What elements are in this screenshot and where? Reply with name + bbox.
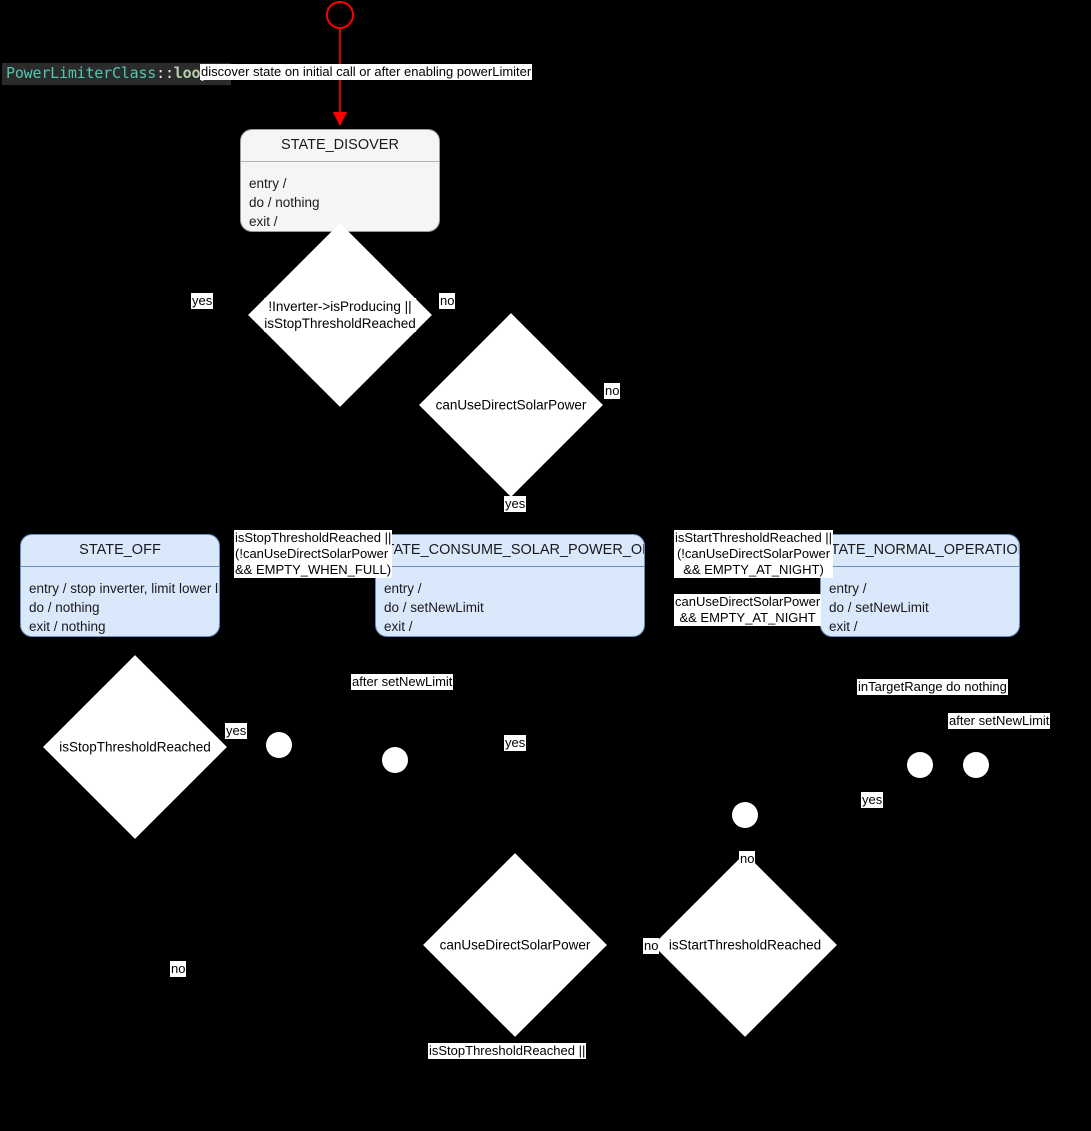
state-title-off: STATE_OFF (21, 535, 219, 567)
edge-label-yes-1: yes (191, 293, 214, 309)
state-entry-discover: entry / (249, 176, 287, 191)
edge-label-start-transition: discover state on initial call or after … (200, 64, 533, 80)
decision-inverter-producing-or-stop-threshold[interactable]: !Inverter->isProducing || isStopThreshol… (248, 223, 432, 407)
edge-label-no-3: no (170, 961, 187, 977)
edge-label-guard-to-off: isStopThresholdReached || (!canUseDirect… (234, 530, 393, 578)
decision-is-start-threshold-reached[interactable]: isStartThresholdReached (653, 853, 837, 1037)
junction-dot-1[interactable] (266, 732, 292, 758)
start-node-icon (326, 1, 354, 29)
state-body-off: entry / stop inverter, limit lower limit… (21, 567, 219, 636)
edge-label-no-4: no (739, 851, 756, 867)
edge-label-after-setnewlimit-2: after setNewLimit (948, 713, 1051, 729)
edge-label-in-target-range: inTargetRange do nothing (857, 679, 1008, 695)
state-title-discover: STATE_DISOVER (241, 130, 439, 162)
edge-label-after-setnewlimit-1: after setNewLimit (351, 674, 454, 690)
state-exit-discover: exit / (249, 214, 278, 229)
edge-label-no-2: no (604, 383, 621, 399)
edge-label-yes-2: yes (504, 496, 527, 512)
edge-label-bottom-guard: isStopThresholdReached || (428, 1043, 587, 1059)
decision-label: isStopThresholdReached (59, 738, 211, 756)
state-do-consume-solar: do / setNewLimit (384, 600, 484, 615)
edge-label-no-1: no (439, 293, 456, 309)
page-title: PowerLimiterClass::loop() (2, 63, 231, 85)
edge-label-yes-5: yes (861, 792, 884, 808)
edge-label-no-5: no (643, 938, 660, 954)
state-title-normal-operation: STATE_NORMAL_OPERATION (821, 535, 1019, 567)
decision-can-use-direct-solar-power-lower[interactable]: canUseDirectSolarPower (423, 853, 607, 1037)
state-exit-normal: exit / (829, 619, 858, 634)
edge-label-yes-3: yes (225, 723, 248, 739)
state-box-discover[interactable]: STATE_DISOVER entry / do / nothing exit … (240, 129, 440, 232)
state-box-consume-solar-power-only[interactable]: STATE_CONSUME_SOLAR_POWER_ONLY entry / d… (375, 534, 645, 637)
state-entry-off: entry / stop inverter, limit lower limit (29, 581, 220, 596)
title-scope-operator: :: (156, 64, 174, 82)
junction-dot-2[interactable] (382, 747, 408, 773)
state-do-normal: do / setNewLimit (829, 600, 929, 615)
decision-label: isStartThresholdReached (668, 936, 822, 954)
decision-is-stop-threshold-reached[interactable]: isStopThresholdReached (43, 655, 227, 839)
decision-label: canUseDirectSolarPower (439, 936, 591, 954)
state-entry-consume-solar: entry / (384, 581, 422, 596)
edge-label-yes-4: yes (504, 735, 527, 751)
edge-label-guard-to-normal: isStartThresholdReached || (!canUseDirec… (674, 530, 834, 578)
state-body-discover: entry / do / nothing exit / (241, 162, 439, 231)
decision-can-use-direct-solar-power-upper[interactable]: canUseDirectSolarPower (419, 313, 603, 497)
state-exit-off: exit / nothing (29, 619, 106, 634)
junction-dot-3[interactable] (732, 802, 758, 828)
decision-label: !Inverter->isProducing || isStopThreshol… (264, 298, 416, 332)
state-title-consume-solar-power-only: STATE_CONSUME_SOLAR_POWER_ONLY (376, 535, 644, 567)
state-entry-normal: entry / (829, 581, 867, 596)
state-box-off[interactable]: STATE_OFF entry / stop inverter, limit l… (20, 534, 220, 637)
junction-dot-4[interactable] (907, 752, 933, 778)
edge-label-guard-to-solar: canUseDirectSolarPower && EMPTY_AT_NIGHT (674, 594, 822, 626)
state-body-consume-solar-power-only: entry / do / setNewLimit exit / (376, 567, 644, 636)
state-exit-consume-solar: exit / (384, 619, 413, 634)
decision-label: canUseDirectSolarPower (435, 396, 587, 414)
title-class-name: PowerLimiterClass (6, 64, 157, 82)
state-do-discover: do / nothing (249, 195, 320, 210)
state-do-off: do / nothing (29, 600, 100, 615)
state-body-normal-operation: entry / do / setNewLimit exit / (821, 567, 1019, 636)
junction-dot-5[interactable] (963, 752, 989, 778)
state-box-normal-operation[interactable]: STATE_NORMAL_OPERATION entry / do / setN… (820, 534, 1020, 637)
